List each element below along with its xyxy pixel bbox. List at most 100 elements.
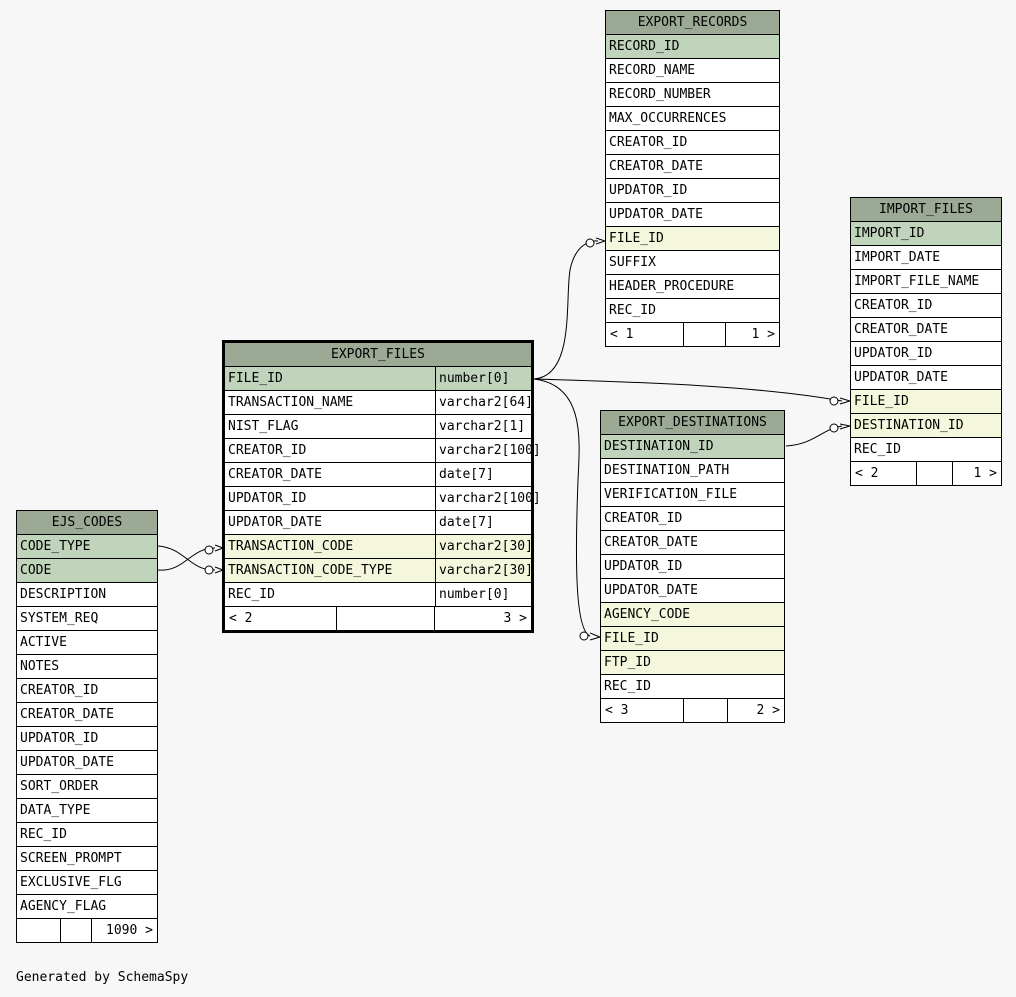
table-header[interactable]: EJS_CODES (17, 511, 157, 535)
parents-count[interactable] (17, 919, 61, 942)
table-row[interactable]: RECORD_ID (606, 35, 779, 59)
table-row[interactable]: UPDATOR_ID (606, 179, 779, 203)
children-count[interactable]: 2 > (756, 703, 780, 718)
parents-count[interactable]: < 2 (851, 462, 917, 485)
relationship-end-marker (829, 423, 839, 433)
table-row[interactable]: HEADER_PROCEDURE (606, 275, 779, 299)
children-count[interactable]: 1090 > (106, 923, 153, 938)
column-name: FILE_ID (228, 371, 283, 386)
column-name: CREATOR_DATE (854, 322, 948, 337)
table-row[interactable]: CREATOR_ID (606, 131, 779, 155)
column-name: CODE_TYPE (20, 539, 91, 554)
table-row[interactable]: NOTES (17, 655, 157, 679)
column-type: varchar2[64] (435, 391, 533, 414)
table-row[interactable]: IMPORT_DATE (851, 246, 1001, 270)
column-type: varchar2[30] (435, 559, 533, 582)
table-row[interactable]: IMPORT_ID (851, 222, 1001, 246)
children-count[interactable]: 1 > (973, 466, 997, 481)
table-row[interactable]: REC_ID (17, 823, 157, 847)
table-row[interactable]: DESCRIPTION (17, 583, 157, 607)
column-name: AGENCY_CODE (604, 607, 691, 622)
table-header[interactable]: EXPORT_RECORDS (606, 11, 779, 35)
table-ejs-codes[interactable]: EJS_CODES CODE_TYPE CODE DESCRIPTION SYSTEM_… (16, 510, 158, 943)
table-row[interactable]: CREATOR_DATE (606, 155, 779, 179)
table-row[interactable]: DESTINATION_ID (851, 414, 1001, 438)
table-header[interactable]: IMPORT_FILES (851, 198, 1001, 222)
table-row[interactable]: CREATOR_ID (601, 507, 784, 531)
table-row[interactable]: UPDATOR_DATE (851, 366, 1001, 390)
column-name: CODE (20, 563, 52, 578)
table-row[interactable]: CREATOR_DATE (851, 318, 1001, 342)
column-name: DESCRIPTION (20, 587, 107, 602)
column-name: RECORD_NAME (609, 63, 696, 78)
table-row[interactable]: UPDATOR_ID (851, 342, 1001, 366)
table-row[interactable]: SORT_ORDER (17, 775, 157, 799)
table-row[interactable]: CREATOR_ID (851, 294, 1001, 318)
table-row[interactable]: SCREEN_PROMPT (17, 847, 157, 871)
table-row[interactable]: CREATOR_DATE (17, 703, 157, 727)
table-row[interactable]: AGENCY_FLAG (17, 895, 157, 919)
table-row[interactable]: CODE_TYPE (17, 535, 157, 559)
table-row[interactable]: DESTINATION_ID (601, 435, 784, 459)
table-row[interactable]: ACTIVE (17, 631, 157, 655)
table-row[interactable]: SUFFIX (606, 251, 779, 275)
table-row[interactable]: FILE_ID (601, 627, 784, 651)
table-row[interactable]: VERIFICATION_FILE (601, 483, 784, 507)
table-row[interactable]: REC_ID (601, 675, 784, 699)
column-name: CREATOR_ID (604, 511, 683, 526)
table-row[interactable]: CODE (17, 559, 157, 583)
table-export-records[interactable]: EXPORT_RECORDS RECORD_ID RECORD_NAME RECORD… (605, 10, 780, 347)
row-count (61, 919, 92, 942)
table-row[interactable]: UPDATOR_DATE (17, 751, 157, 775)
table-row[interactable]: UPDATOR_DATE (606, 203, 779, 227)
table-row[interactable]: FILE_ID (606, 227, 779, 251)
table-header[interactable]: EXPORT_FILES (225, 343, 531, 367)
parents-count[interactable]: < 2 (225, 607, 337, 630)
table-row[interactable]: UPDATOR_ID (17, 727, 157, 751)
column-type: varchar2[1] (435, 415, 531, 438)
table-row[interactable]: CREATOR_DATE (601, 531, 784, 555)
column-name: CREATOR_ID (20, 683, 99, 698)
column-name: UPDATOR_ID (20, 731, 99, 746)
table-row[interactable]: MAX_OCCURRENCES (606, 107, 779, 131)
column-name: FILE_ID (854, 394, 909, 409)
table-row[interactable]: RECORD_NAME (606, 59, 779, 83)
children-count[interactable]: 3 > (503, 611, 527, 626)
table-row[interactable]: REC_ID (606, 299, 779, 323)
table-row[interactable]: REC_ID (851, 438, 1001, 462)
table-row[interactable]: FTP_ID (601, 651, 784, 675)
table-row[interactable]: UPDATOR_DATE (601, 579, 784, 603)
table-row[interactable]: FILE_ID (851, 390, 1001, 414)
column-name: RECORD_ID (609, 39, 680, 54)
parents-count[interactable]: < 3 (601, 699, 684, 722)
table-row[interactable]: AGENCY_CODE (601, 603, 784, 627)
children-count[interactable]: 1 > (751, 327, 775, 342)
column-name: CREATOR_DATE (20, 707, 114, 722)
table-header[interactable]: EXPORT_DESTINATIONS (601, 411, 784, 435)
table-row[interactable]: SYSTEM_REQ (17, 607, 157, 631)
column-name: SCREEN_PROMPT (20, 851, 122, 866)
table-row[interactable]: CREATOR_ID (17, 679, 157, 703)
table-row[interactable]: UPDATOR_ID (601, 555, 784, 579)
relationship-end-marker (204, 565, 214, 575)
table-row[interactable]: RECORD_NUMBER (606, 83, 779, 107)
table-row[interactable]: DATA_TYPE (17, 799, 157, 823)
parents-count[interactable]: < 1 (606, 323, 684, 346)
table-row[interactable]: DESTINATION_PATH (601, 459, 784, 483)
table-row[interactable]: IMPORT_FILE_NAME (851, 270, 1001, 294)
table-row[interactable]: EXCLUSIVE_FLG (17, 871, 157, 895)
